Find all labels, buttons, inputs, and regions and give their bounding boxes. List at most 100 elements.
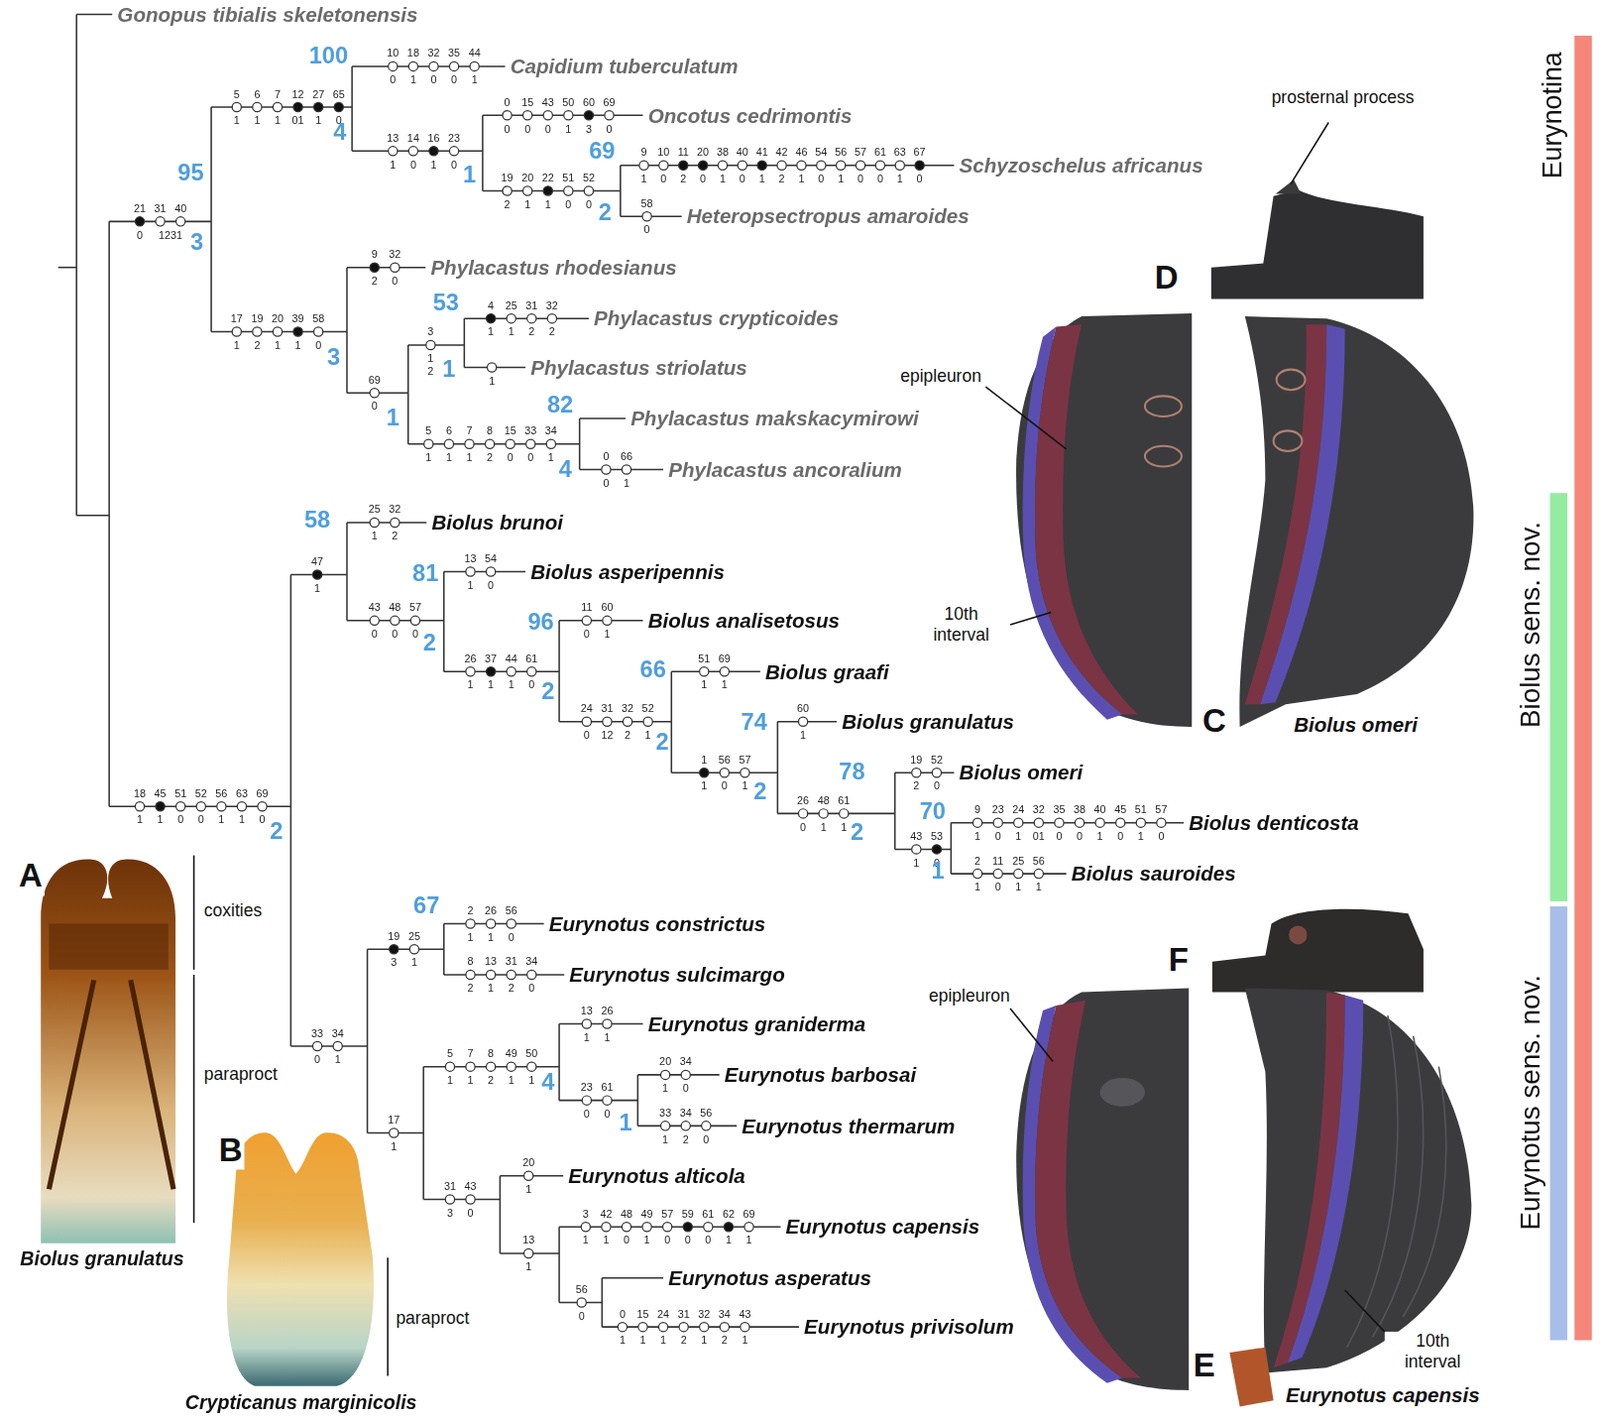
character-mark [369,615,379,625]
panel-letter: F [1166,939,1191,980]
character-number: 53 [930,829,943,843]
state-value: 1 [741,779,748,793]
character-mark [547,314,557,324]
character-number: 39 [292,312,305,326]
support-value: 2 [541,678,555,706]
branch [777,812,895,815]
character-mark [679,1322,688,1332]
branch [76,514,110,517]
state-value: 0 [430,73,437,87]
character-number: 8 [486,424,493,438]
character-mark [390,517,400,527]
character-number: 51 [1135,802,1147,816]
character-number: 11 [678,145,689,159]
state-value: 1231 [158,228,183,241]
state-value: 0 [314,1052,321,1066]
support-value: 69 [588,136,615,165]
character-mark [527,667,537,677]
character-mark [155,217,165,227]
state-value: 2 [371,274,378,288]
character-number: 15 [521,95,534,109]
character-mark [445,1194,455,1204]
character-number: 56 [1032,853,1045,867]
state-value: 1 [488,373,495,387]
character-mark [643,716,653,726]
character-mark [660,1121,670,1131]
support-value: 96 [527,608,554,637]
character-number: 33 [311,1026,324,1039]
branch [601,1276,664,1279]
character-number: 27 [312,87,325,101]
state-value: 1 [800,728,806,742]
character-mark [449,146,458,156]
character-mark [527,969,537,979]
character-number: 58 [312,312,325,326]
character-number: 26 [797,794,809,807]
taxon-name: Biolus omeri [959,760,1084,786]
character-number: 3 [582,1206,589,1220]
state-value: 0 [391,274,398,288]
character-number: 32 [546,298,559,312]
character-mark [836,160,846,170]
panel-letter: B [217,1130,245,1170]
character-number: 13 [580,1004,593,1018]
character-mark [408,61,418,71]
character-number: 43 [368,600,381,614]
character-mark [485,969,495,979]
state-value: 1 [644,1233,651,1247]
character-mark [485,567,495,576]
state-value: 1 [467,1073,474,1087]
group-label: Eurynotina [1537,51,1570,179]
taxon-name: Eurynotus barbosai [724,1062,916,1088]
character-mark [818,808,828,818]
support-value: 2 [655,727,669,756]
state-value: 1 [508,678,515,691]
state-value: 0 [527,451,534,464]
character-number: 48 [388,600,401,614]
character-mark [424,439,434,449]
branch [463,318,466,367]
character-mark [506,667,516,677]
state-value: 1 [641,172,648,186]
state-value: 1 [465,451,472,464]
state-value: 0 [507,451,514,464]
state-value: 1 [1138,829,1144,843]
state-value: 3 [447,1205,454,1219]
character-mark [703,1222,713,1232]
state-value: 0 [933,779,940,793]
character-number: 5 [233,87,240,101]
character-mark [816,160,826,170]
state-value: 1 [238,812,245,826]
character-mark [369,262,379,272]
branch [443,571,446,672]
character-number: 10 [386,46,399,60]
character-mark [369,517,379,527]
group-label: Eurynotus sens. nov. [1513,974,1547,1230]
character-number: 59 [682,1206,694,1220]
photo-d [1239,316,1474,727]
character-mark [1116,817,1126,827]
branch [407,344,410,445]
support-value: 3 [327,342,341,371]
character-number: 46 [795,145,807,159]
character-number: 44 [468,46,481,60]
character-mark [312,1040,322,1050]
state-value: 2 [253,338,260,351]
state-value: 1 [295,338,302,351]
character-number: 19 [910,752,922,766]
character-mark [617,1322,627,1332]
character-mark [681,1069,690,1079]
state-value: 0 [877,172,884,186]
character-number: 57 [409,600,422,614]
character-mark [798,808,807,818]
character-mark [429,61,439,71]
state-value: 1 [837,172,844,186]
support-value: 4 [333,118,346,147]
character-mark [972,868,982,878]
character-mark [895,160,905,170]
character-mark [390,615,400,625]
character-mark [272,327,282,337]
character-mark [464,439,474,449]
support-value: 4 [559,455,572,483]
character-mark [272,102,282,112]
